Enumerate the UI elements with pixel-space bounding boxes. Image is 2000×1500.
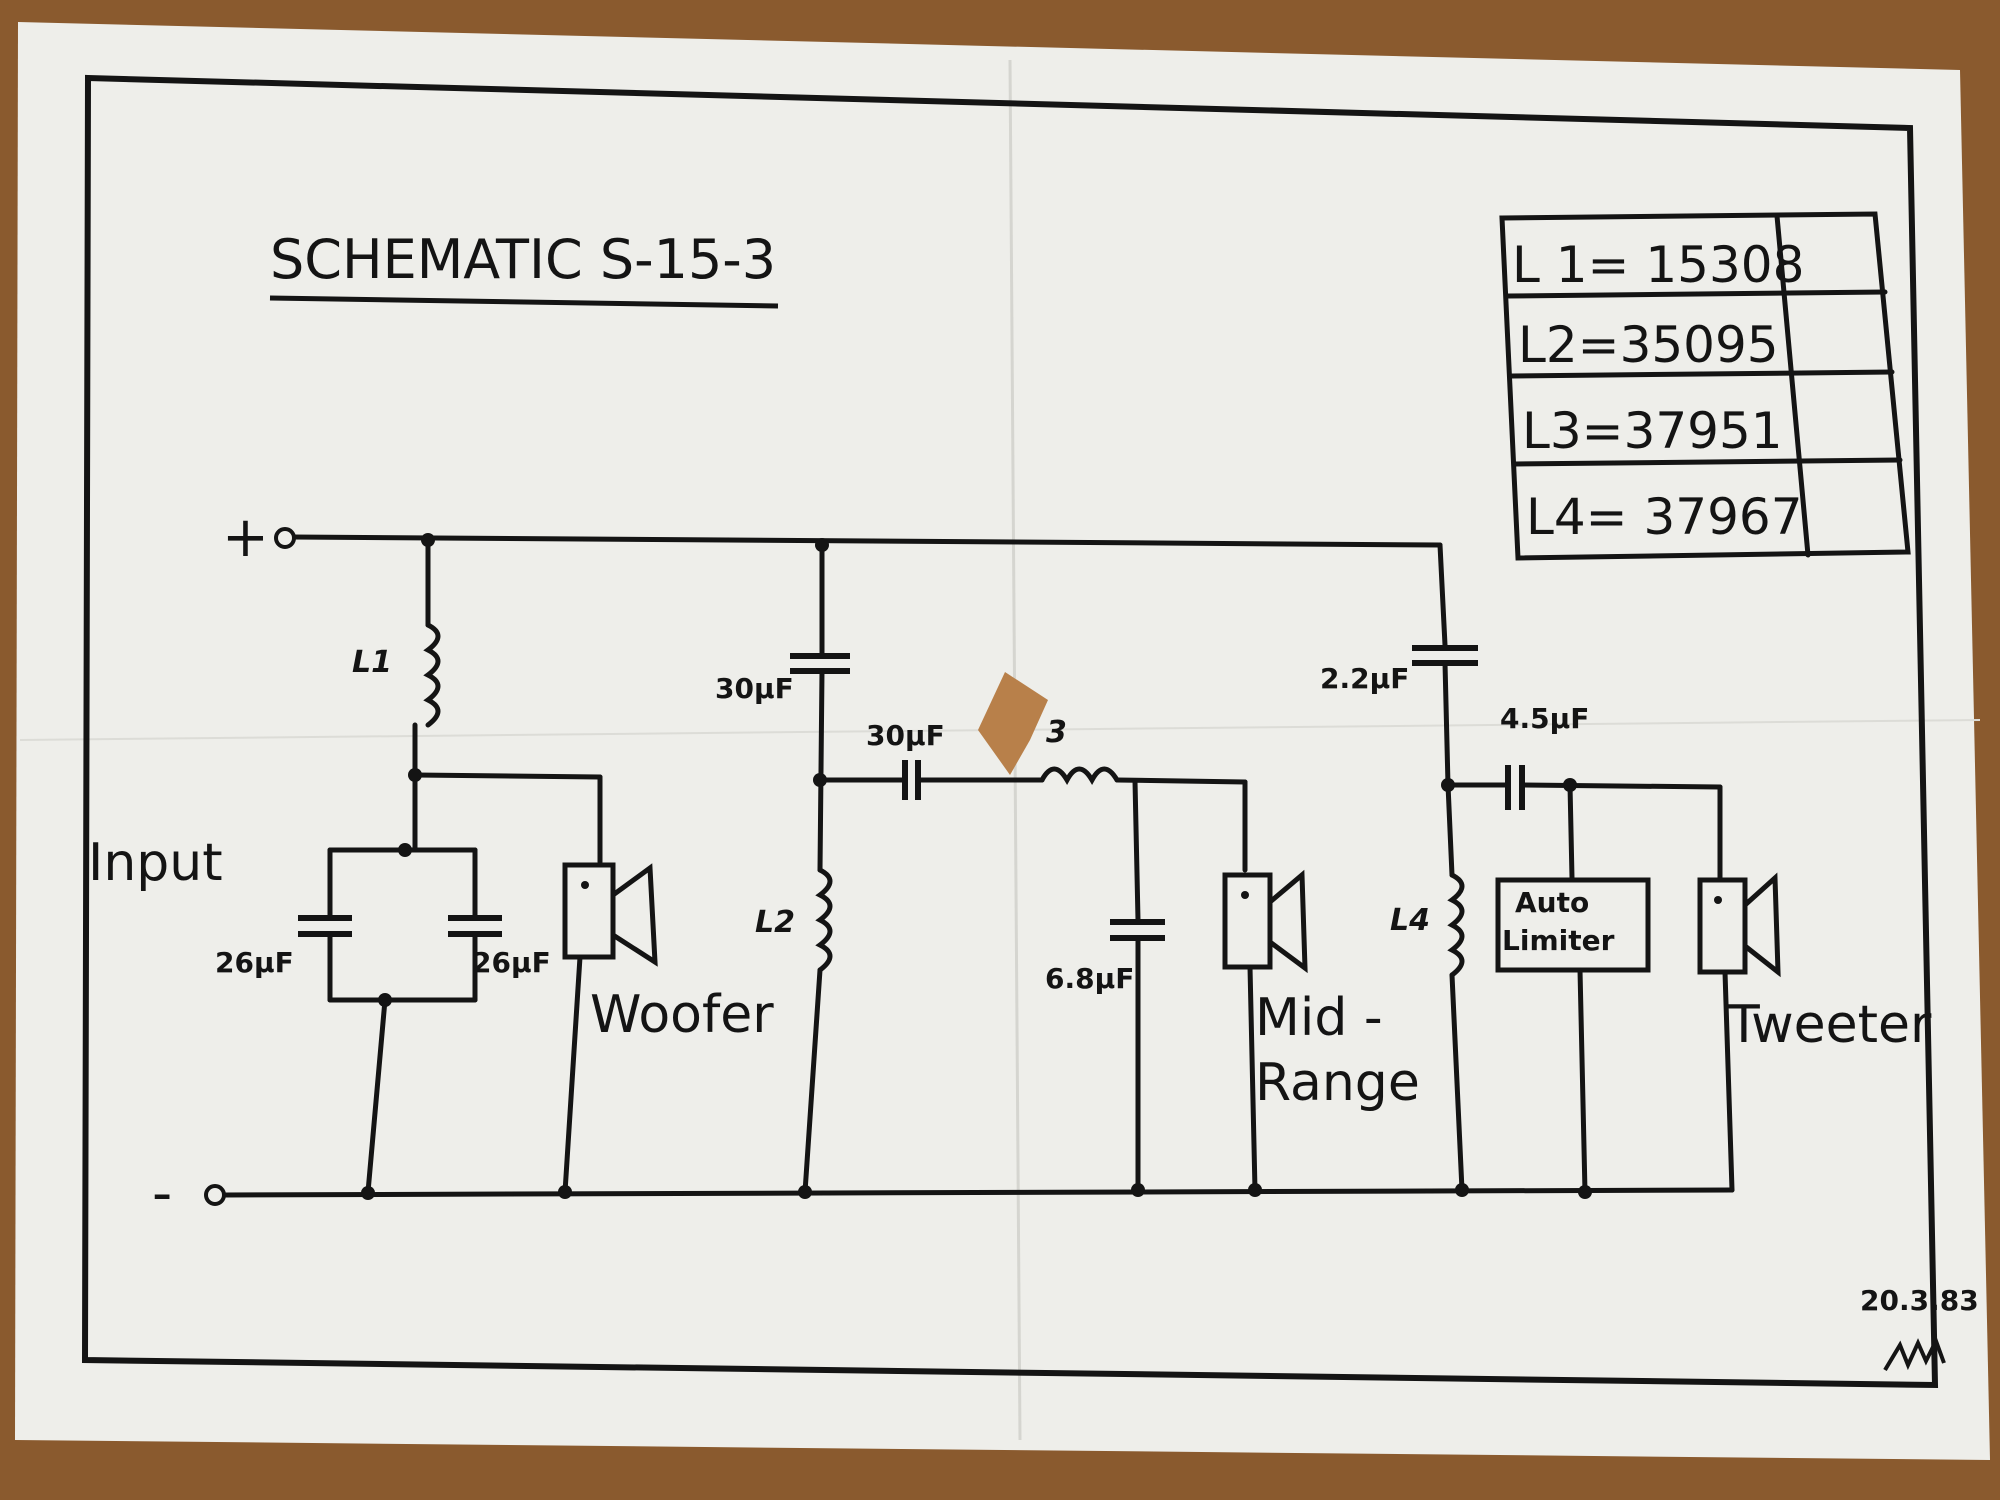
tweeter-top-cap-label: 2.2µF: [1320, 662, 1409, 695]
auto-limiter-line2: Limiter: [1502, 924, 1615, 957]
signature-mark: [1883, 1335, 1946, 1372]
mid-shunt-cap-label: 6.8µF: [1045, 962, 1134, 995]
midrange-section: [790, 538, 1308, 1199]
positive-terminal: [274, 527, 296, 549]
woofer-label: Woofer: [590, 985, 774, 1045]
inductor-table-row-l2: L2=35095: [1518, 316, 1779, 374]
l2-label: L2: [755, 905, 795, 940]
footer-code: 20.3.83: [1860, 1284, 1979, 1317]
tweeter-section: [1412, 542, 1781, 1199]
tweeter-label: Tweeter: [1727, 995, 1932, 1055]
l1-label: L1: [352, 645, 392, 680]
auto-limiter-line1: Auto: [1515, 886, 1589, 919]
inductor-table-row-l4: L4= 37967: [1526, 488, 1803, 546]
positive-rail: [289, 534, 1443, 548]
l4-label: L4: [1390, 903, 1430, 938]
mid-top-cap-label: 30µF: [715, 672, 794, 705]
woofer-cap-a-label: 26µF: [215, 946, 294, 979]
woofer-section: [298, 533, 658, 1200]
mid-series-cap-label: 30µF: [866, 719, 945, 752]
drawing-border: [81, 74, 1939, 1389]
inductor-table-row-l3: L3=37951: [1522, 402, 1783, 460]
plus-label: +: [222, 505, 269, 570]
tweeter-series-cap-label: 4.5µF: [1500, 702, 1589, 735]
l3-label: 3: [1046, 715, 1067, 750]
woofer-cap-b-label: 26µF: [472, 946, 551, 979]
negative-terminal: [204, 1184, 226, 1206]
minus-label: -: [152, 1161, 172, 1226]
schematic-title: SCHEMATIC S-15-3: [270, 228, 776, 291]
midrange-label-line2: Range: [1255, 1053, 1420, 1113]
midrange-label-line1: Mid -: [1255, 988, 1383, 1048]
title-underline: [269, 295, 779, 309]
input-label: Input: [88, 833, 223, 893]
negative-rail: [222, 1187, 1735, 1198]
torn-hole: [978, 672, 1048, 775]
inductor-table: L 1= 15308 L2=35095 L3=37951 L4= 37967: [1499, 211, 1911, 561]
inductor-table-row-l1: L 1= 15308: [1512, 236, 1804, 294]
